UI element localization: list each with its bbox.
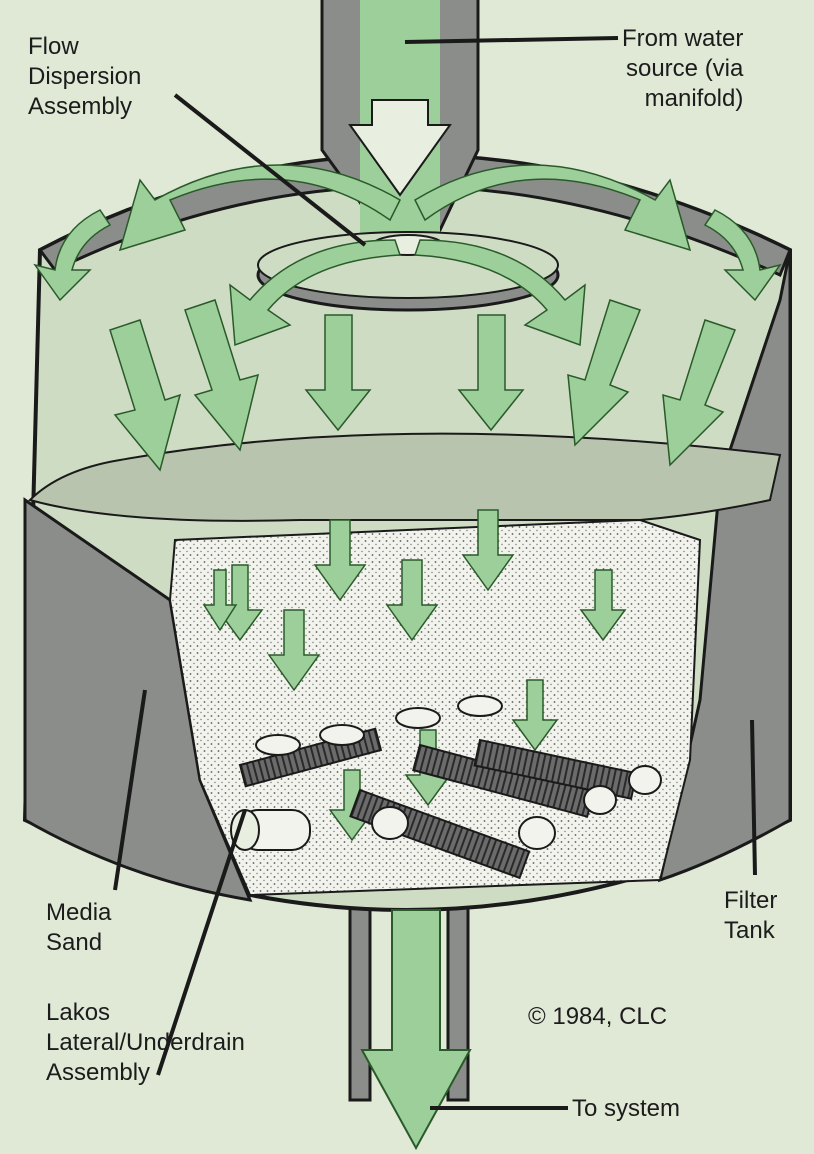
- label-media-sand: Media Sand: [46, 898, 111, 958]
- label-to-system: To system: [572, 1094, 680, 1124]
- outlet-pipe: [350, 905, 370, 1100]
- copyright-text: © 1984, CLC: [528, 1002, 667, 1032]
- label-flow-dispersion-assembly: Flow Dispersion Assembly: [28, 32, 141, 122]
- label-lakos-lateral-underdrain: Lakos Lateral/Underdrain Assembly: [46, 998, 245, 1088]
- label-from-water-source: From water source (via manifold): [622, 24, 743, 114]
- label-filter-tank: Filter Tank: [724, 886, 777, 946]
